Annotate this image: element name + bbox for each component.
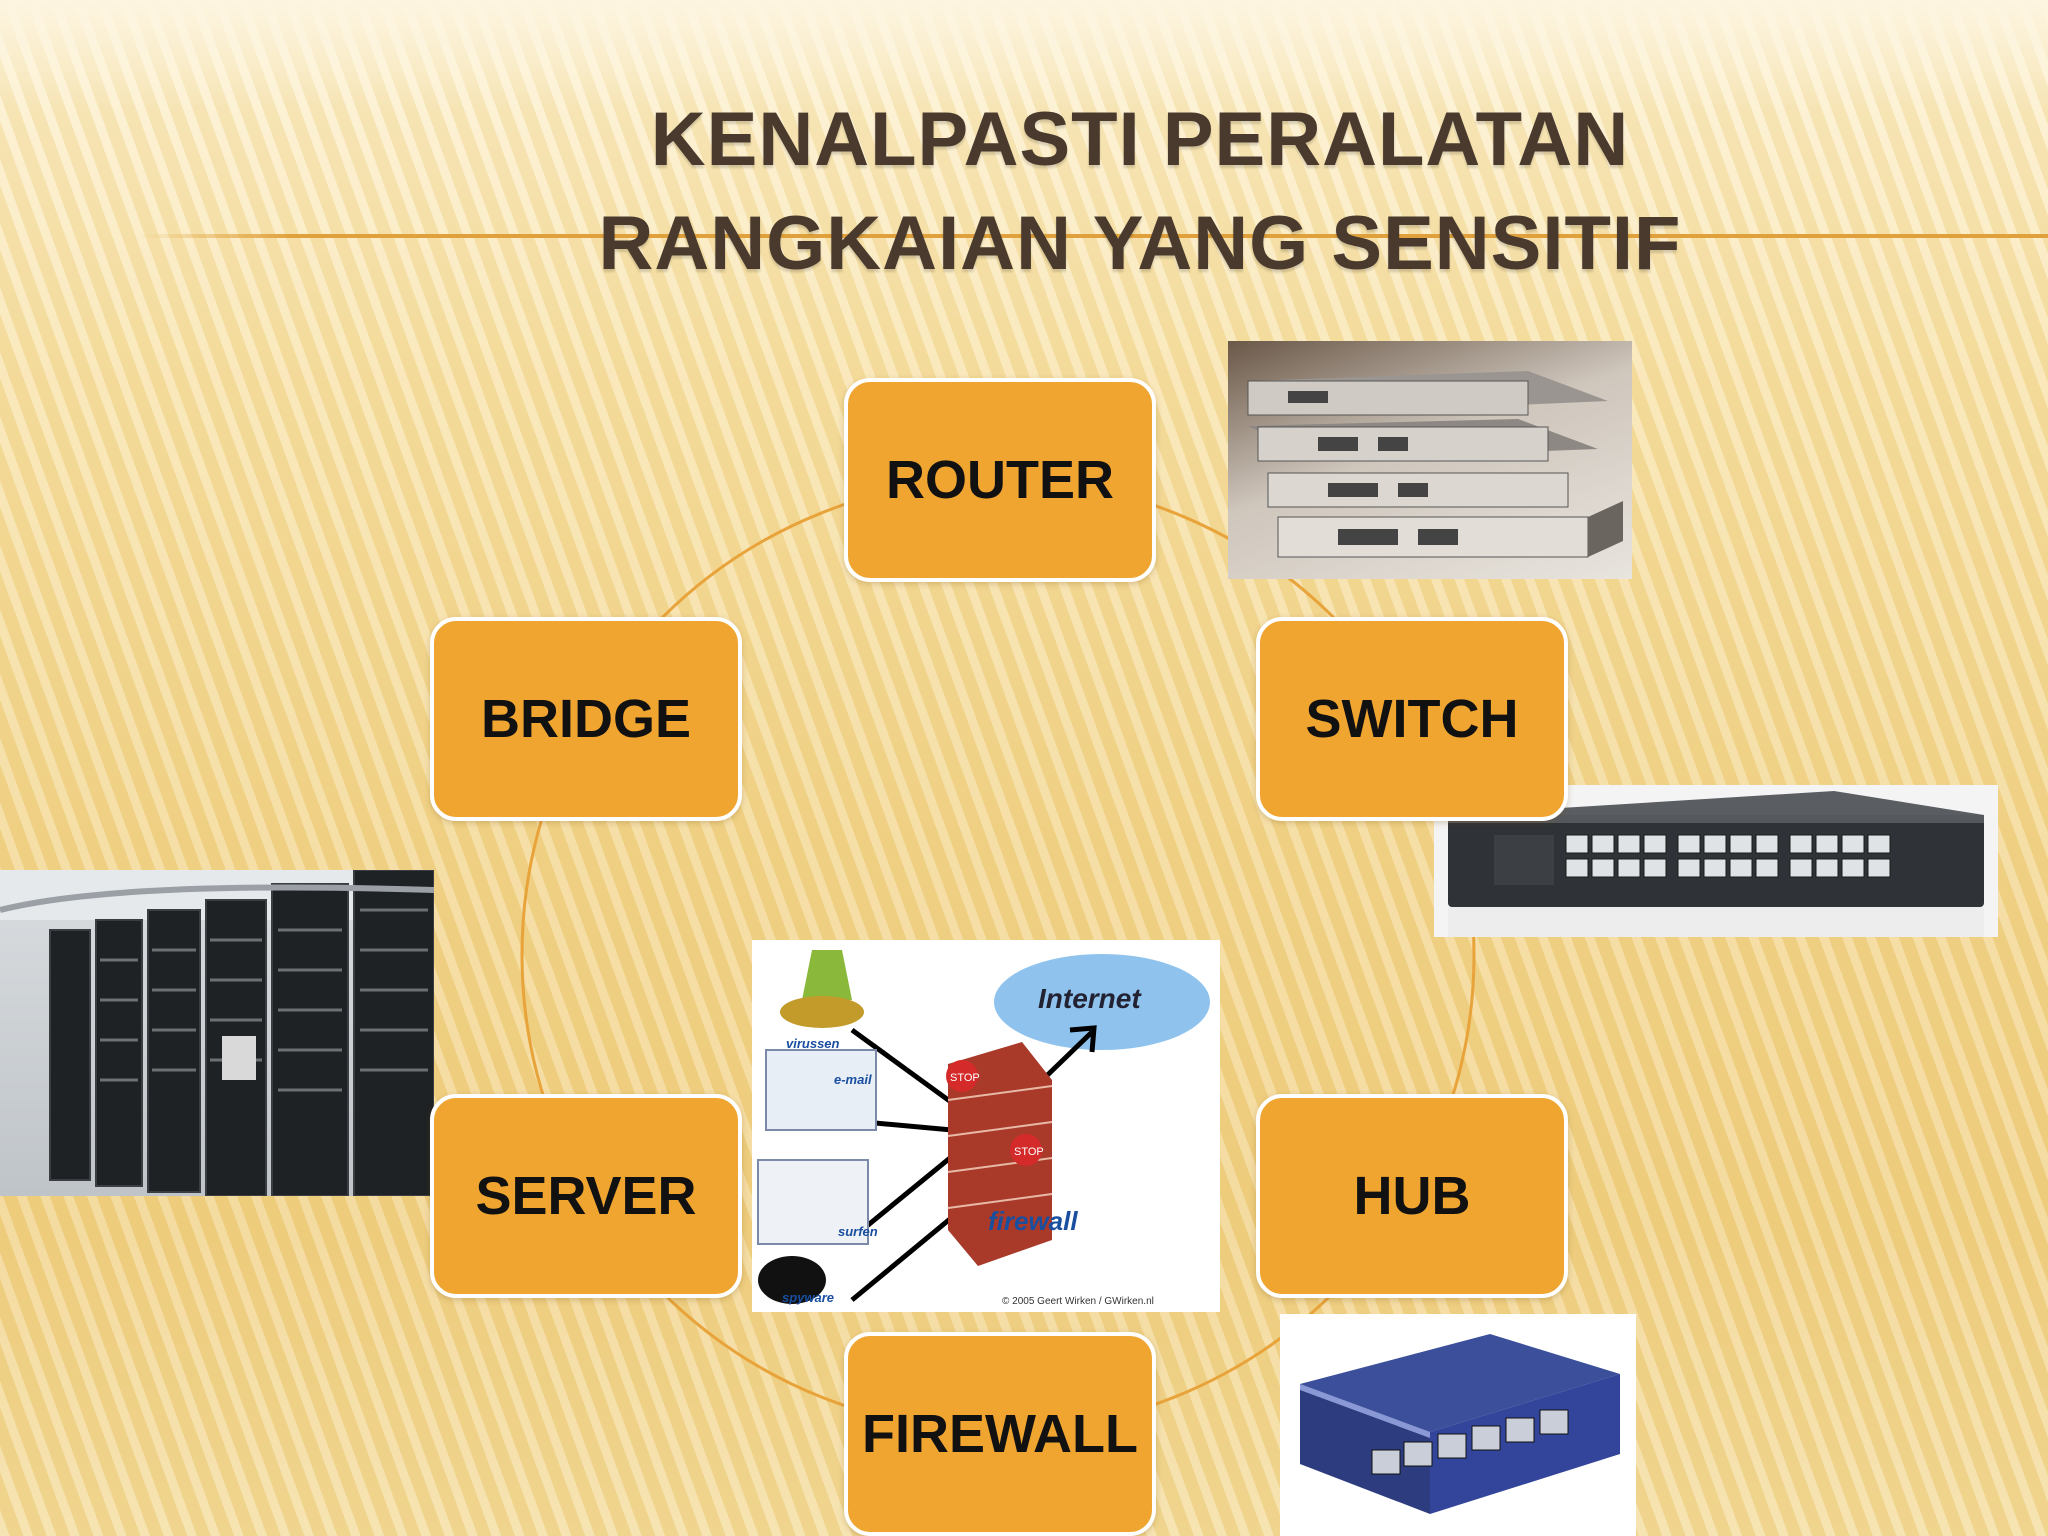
node-server-label: SERVER bbox=[475, 1166, 697, 1226]
firewall-illustration: STOP STOP Internet firewall virussen e-m… bbox=[752, 940, 1220, 1312]
node-hub-label: HUB bbox=[1353, 1166, 1471, 1226]
server-photo bbox=[0, 870, 434, 1196]
switch-photo bbox=[1434, 785, 1998, 937]
stop-label: STOP bbox=[1014, 1146, 1044, 1158]
node-router-label: ROUTER bbox=[886, 450, 1114, 510]
network-hub-icon bbox=[1300, 1334, 1620, 1514]
header-fade bbox=[0, 0, 2048, 110]
internet-label: Internet bbox=[1038, 983, 1142, 1014]
spyware-label: spyware bbox=[782, 1290, 834, 1305]
email-label: e-mail bbox=[834, 1072, 872, 1087]
title-rule bbox=[140, 234, 2048, 238]
title-line-2: RANGKAIAN YANG SENSITIF bbox=[598, 201, 1682, 286]
brick-wall-icon bbox=[947, 1042, 1053, 1266]
virus-creature-icon bbox=[802, 950, 852, 1000]
node-hub: HUB bbox=[1256, 1094, 1568, 1298]
router-photo bbox=[1228, 341, 1632, 579]
firewall-label: firewall bbox=[988, 1206, 1078, 1236]
router-stack-icon bbox=[1247, 371, 1623, 558]
stop-sign-icon bbox=[1010, 1134, 1042, 1166]
network-switch-icon bbox=[1448, 791, 1984, 937]
title-line-1: KENALPASTI PERALATAN bbox=[650, 97, 1630, 182]
firewall-diagram-icon: STOP STOP Internet firewall virussen e-m… bbox=[757, 950, 1210, 1307]
image-credit: © 2005 Geert Wirken / GWirken.nl bbox=[1002, 1296, 1154, 1307]
node-switch-label: SWITCH bbox=[1305, 689, 1519, 749]
node-firewall-label: FIREWALL bbox=[862, 1404, 1138, 1464]
browser-window bbox=[757, 1159, 869, 1245]
node-bridge-label: BRIDGE bbox=[480, 689, 691, 749]
stop-label: STOP bbox=[950, 1072, 980, 1084]
node-router: ROUTER bbox=[844, 378, 1156, 582]
node-server: SERVER bbox=[430, 1094, 742, 1298]
node-bridge: BRIDGE bbox=[430, 617, 742, 821]
page-title: KENALPASTI PERALATAN RANGKAIAN YANG SENS… bbox=[560, 88, 1720, 296]
spyware-figure-icon bbox=[758, 1256, 826, 1304]
hub-photo bbox=[1280, 1314, 1636, 1536]
virussen-label: virussen bbox=[786, 1036, 840, 1051]
stop-sign-icon bbox=[946, 1060, 978, 1092]
surfen-label: surfen bbox=[838, 1224, 878, 1239]
email-window bbox=[765, 1049, 877, 1131]
node-firewall: FIREWALL bbox=[844, 1332, 1156, 1536]
server-rack-icon bbox=[0, 870, 434, 1196]
node-switch: SWITCH bbox=[1256, 617, 1568, 821]
